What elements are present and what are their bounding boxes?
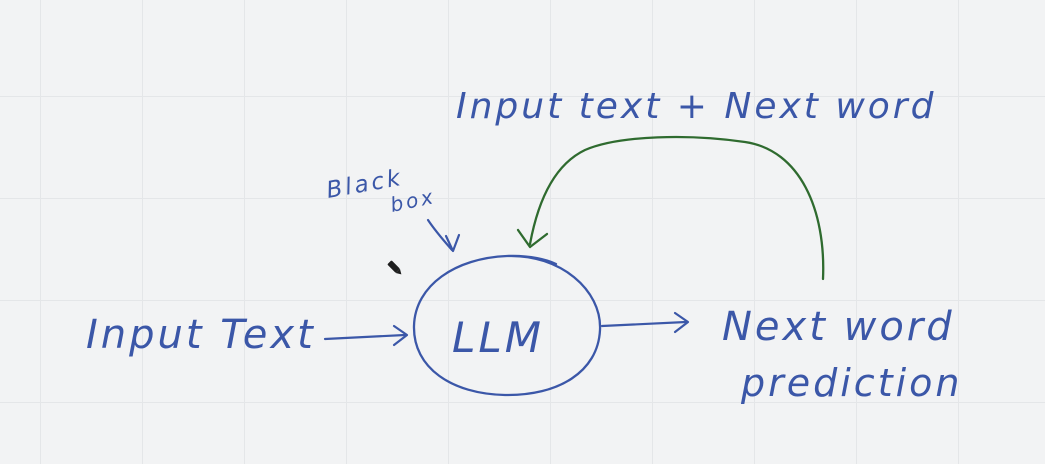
output-label-line2: prediction xyxy=(740,361,962,405)
llm-ellipse xyxy=(412,254,602,397)
feedback-label: Input text + Next word xyxy=(456,86,936,127)
annotation-arrow xyxy=(426,218,461,253)
llm-label: LLM xyxy=(452,313,544,362)
pencil-cursor-icon xyxy=(387,260,402,275)
feedback-arrow xyxy=(516,135,825,281)
output-label-line1: Next word xyxy=(722,304,955,350)
arrow-llm-to-output xyxy=(600,311,690,334)
arrow-input-to-llm xyxy=(323,324,409,347)
input-text-label: Input Text xyxy=(86,312,316,358)
